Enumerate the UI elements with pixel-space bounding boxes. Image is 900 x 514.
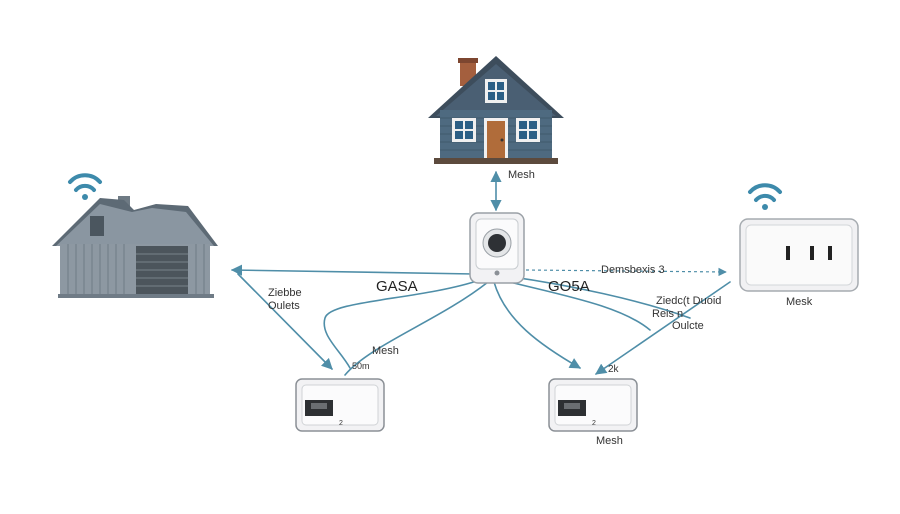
- hub-shed-link: [230, 264, 475, 276]
- outlet-label: Mesk: [786, 296, 813, 308]
- label-shed-side-2: Oulets: [268, 300, 300, 312]
- bottom-left-plug[interactable]: 2: [295, 378, 385, 432]
- shed: [52, 173, 218, 298]
- label-left-mesh: Mesh: [372, 345, 399, 357]
- label-right-cluster-2: Reis n: [652, 308, 683, 320]
- label-right-cluster-3: Oulcte: [672, 320, 704, 332]
- right-plug-label: Mesh: [596, 435, 623, 447]
- label-shed-side-1: Ziebbe: [268, 287, 302, 299]
- smart-plug-hub-icon: [469, 212, 525, 284]
- wifi-icon: [748, 183, 782, 210]
- edge-labels: GASA GO5A Demsbexis 3 Ziebbe Oulets Mesh…: [268, 264, 721, 375]
- wifi-icon: [68, 173, 102, 200]
- connections: [230, 170, 731, 376]
- hub-left-plug-curve-b: [344, 281, 489, 376]
- hub-device[interactable]: [469, 212, 525, 284]
- label-left-mesh-sub: 50m: [352, 361, 370, 371]
- main-house: Mesh: [428, 56, 564, 181]
- hub-right-curve-b: [505, 275, 691, 319]
- left-plug-mark: 2: [339, 420, 343, 427]
- label-dashed-top: Demsbexis 3: [601, 264, 665, 276]
- house-link-label: Mesh: [508, 169, 535, 181]
- outlet-plug-link: [595, 281, 731, 375]
- shed-icon: [52, 196, 218, 298]
- hub-right-plug-curve: [493, 281, 581, 369]
- label-right-cluster-1: Ziedc(t Duoid: [656, 295, 721, 307]
- ethernet-plug-icon: [548, 378, 638, 432]
- shed-plug-link: [237, 273, 333, 370]
- right-outlet[interactable]: Mesk: [739, 183, 859, 308]
- house-icon: [428, 56, 564, 164]
- label-right-plug-top: 2k: [608, 364, 620, 375]
- right-plug-mark: 2: [592, 420, 596, 427]
- hub-right-curve-a: [501, 279, 651, 331]
- wall-outlet-icon: [739, 218, 859, 292]
- bottom-right-plug[interactable]: 2 Mesh: [548, 378, 638, 447]
- hub-left-plug-curve-a: [323, 279, 481, 369]
- label-gasa: GASA: [376, 278, 418, 295]
- ethernet-plug-icon: [295, 378, 385, 432]
- label-go5a: GO5A: [548, 278, 590, 295]
